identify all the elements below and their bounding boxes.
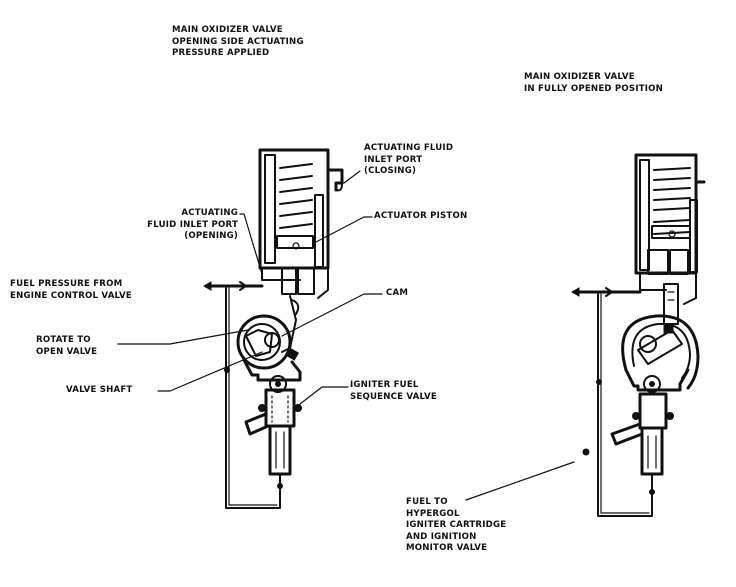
leader-valve-shaft: [157, 351, 263, 392]
right-panel-title: MAIN OXIDIZER VALVE IN FULLY OPENED POSI…: [524, 72, 664, 94]
leader-lines: [117, 170, 575, 501]
leader-fuel-to: [465, 461, 575, 501]
label-fuel-to-hypergol: FUEL TO HYPERGOL IGNITER CARTRIDGE AND I…: [406, 497, 507, 553]
label-opening-port: ACTUATING FLUID INLET PORT (OPENING): [147, 208, 238, 241]
label-fuel-pressure: FUEL PRESSURE FROM ENGINE CONTROL VALVE: [10, 279, 132, 301]
leader-cam: [281, 293, 383, 337]
right-actuator-spring: [653, 167, 691, 235]
leader-actuator-piston: [315, 216, 373, 243]
left-fuel-line: [202, 281, 281, 509]
leader-igniter-valve: [299, 386, 349, 405]
label-cam: CAM: [386, 288, 409, 298]
leader-closing-port: [343, 170, 361, 184]
label-closing-port: ACTUATING FLUID INLET PORT (CLOSING): [364, 143, 454, 176]
left-actuator-spring: [279, 163, 313, 229]
right-fuel-line: [570, 287, 653, 517]
left-actuator-piston: [276, 235, 314, 250]
label-valve-shaft: VALVE SHAFT: [66, 385, 133, 395]
label-igniter-fuel-valve: IGNITER FUEL SEQUENCE VALVE: [350, 380, 437, 402]
leader-rotate: [117, 329, 249, 345]
label-rotate-to-open: ROTATE TO OPEN VALVE: [36, 335, 98, 357]
label-actuator-piston: ACTUATOR PISTON: [374, 211, 468, 221]
left-valve-assembly: [202, 148, 344, 509]
right-valve-body: [582, 249, 700, 515]
left-actuator-cylinder: [258, 148, 344, 270]
right-actuator-piston: [651, 225, 691, 239]
right-valve-assembly: [570, 153, 706, 517]
leader-opening-port: [239, 213, 263, 275]
left-valve-body: [236, 267, 329, 501]
left-panel-title: MAIN OXIDIZER VALVE OPENING SIDE ACTUATI…: [172, 25, 304, 58]
